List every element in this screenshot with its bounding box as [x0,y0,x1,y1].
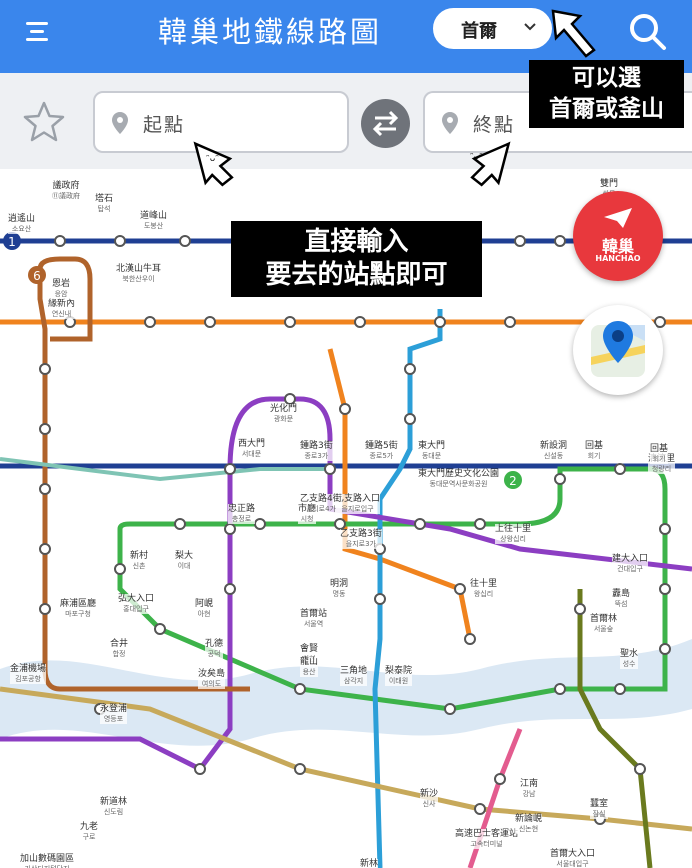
han-river [0,639,692,746]
station-note: 直接輸入 要去的站點即可 [231,221,482,297]
chevron-down-icon [524,23,536,31]
search-icon[interactable] [626,10,668,52]
station-note-line-2: 要去的站點即可 [265,260,448,290]
map-pin-icon [591,321,645,377]
station-note-line-1: 直接輸入 [304,227,409,257]
hanchao-button[interactable]: 韓巢 HANCHAO [573,191,663,281]
svg-text:1: 1 [8,235,16,249]
svg-text:ᵔᴗᵔ: ᵔᴗᵔ [206,154,219,164]
city-note-line-2: 首爾或釜山 [549,96,664,122]
annotation-arrow-city [551,9,596,58]
location-pin-icon [112,112,128,134]
map-location-button[interactable] [573,305,663,395]
svg-text:6: 6 [33,269,41,283]
line-6-top [37,256,93,342]
line-badges: 1 6 2 [3,232,522,489]
line-6 [37,269,250,692]
city-select[interactable]: 首爾 [433,8,552,49]
swap-button[interactable] [361,99,410,148]
city-select-value: 首爾 [461,21,497,42]
svg-text:ᵔᴗᵔ: ᵔᴗᵔ [470,152,483,162]
annotation-arrow-end: ᵔᴗᵔ [470,141,511,187]
line-8 [467,728,523,868]
app-title: 韓巢地鐵線路圖 [158,15,383,49]
paper-plane-icon [604,208,632,228]
hanchao-label: 韓巢 [601,237,634,256]
city-note-line-1: 可以選 [572,65,641,91]
city-note: 可以選 首爾或釜山 [529,60,684,128]
hanchao-sub: HANCHAO [595,254,641,263]
line-4 [372,309,443,868]
line-3-loop [327,348,473,640]
start-station-placeholder: 起點 [143,114,186,136]
svg-text:2: 2 [509,474,517,488]
annotation-arrow-start: ᵔᴗᵔ [193,141,234,187]
line-7 [577,589,653,868]
line-2-loop [117,466,668,712]
end-station-placeholder: 終點 [473,114,516,136]
hamburger-menu-icon[interactable] [26,20,52,44]
location-pin-icon [442,112,458,134]
star-icon[interactable] [22,100,66,144]
station-markers [39,235,671,825]
gyeongui-line [0,457,330,482]
swap-arrows-icon [372,110,399,137]
start-station-input[interactable]: 起點 [93,91,349,153]
